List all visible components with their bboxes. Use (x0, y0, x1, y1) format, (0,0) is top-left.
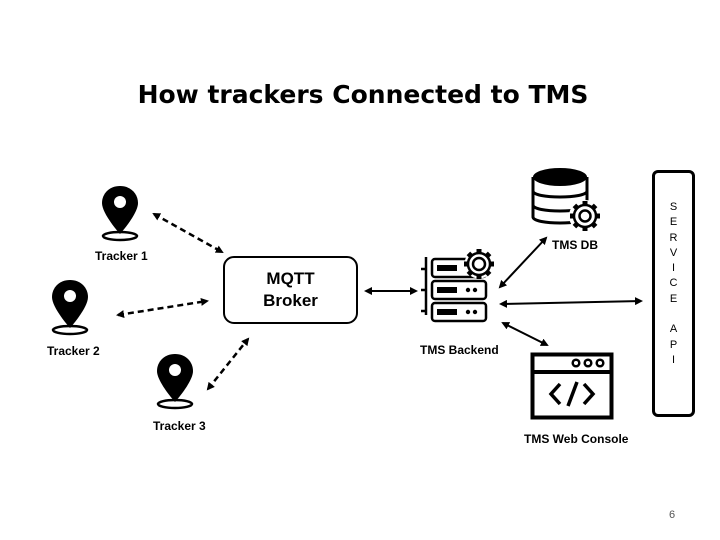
tms-backend-label: TMS Backend (420, 343, 499, 357)
tracker-3-label: Tracker 3 (153, 419, 206, 433)
server-gear-icon (421, 249, 494, 323)
broker-line1: MQTT (266, 269, 315, 288)
tracker2-broker-arrow (116, 297, 209, 319)
tms-web-console-label: TMS Web Console (524, 432, 629, 446)
backend-console-arrow (501, 322, 549, 346)
backend-db-arrow (498, 236, 548, 289)
database-gear-icon (531, 168, 601, 232)
service-api-letters: S E R V I C E A P I (669, 201, 678, 366)
web-console-code-icon (530, 352, 614, 420)
page-number: 6 (669, 509, 676, 521)
location-pin-icon (156, 354, 194, 410)
broker-line2: Broker (263, 291, 318, 310)
tracker3-broker-arrow (206, 337, 250, 391)
slide-title: How trackers Connected to TMS (137, 80, 589, 109)
tracker-2-label: Tracker 2 (47, 344, 100, 358)
location-pin-icon (101, 186, 139, 242)
mqtt-broker-box: MQTT Broker (223, 256, 358, 324)
tracker1-broker-arrow (152, 212, 224, 254)
service-api-box: S E R V I C E A P I (652, 170, 695, 417)
backend-api-arrow (499, 297, 643, 308)
tms-db-label: TMS DB (552, 238, 598, 252)
tracker-1-label: Tracker 1 (95, 249, 148, 263)
location-pin-icon (51, 280, 89, 336)
